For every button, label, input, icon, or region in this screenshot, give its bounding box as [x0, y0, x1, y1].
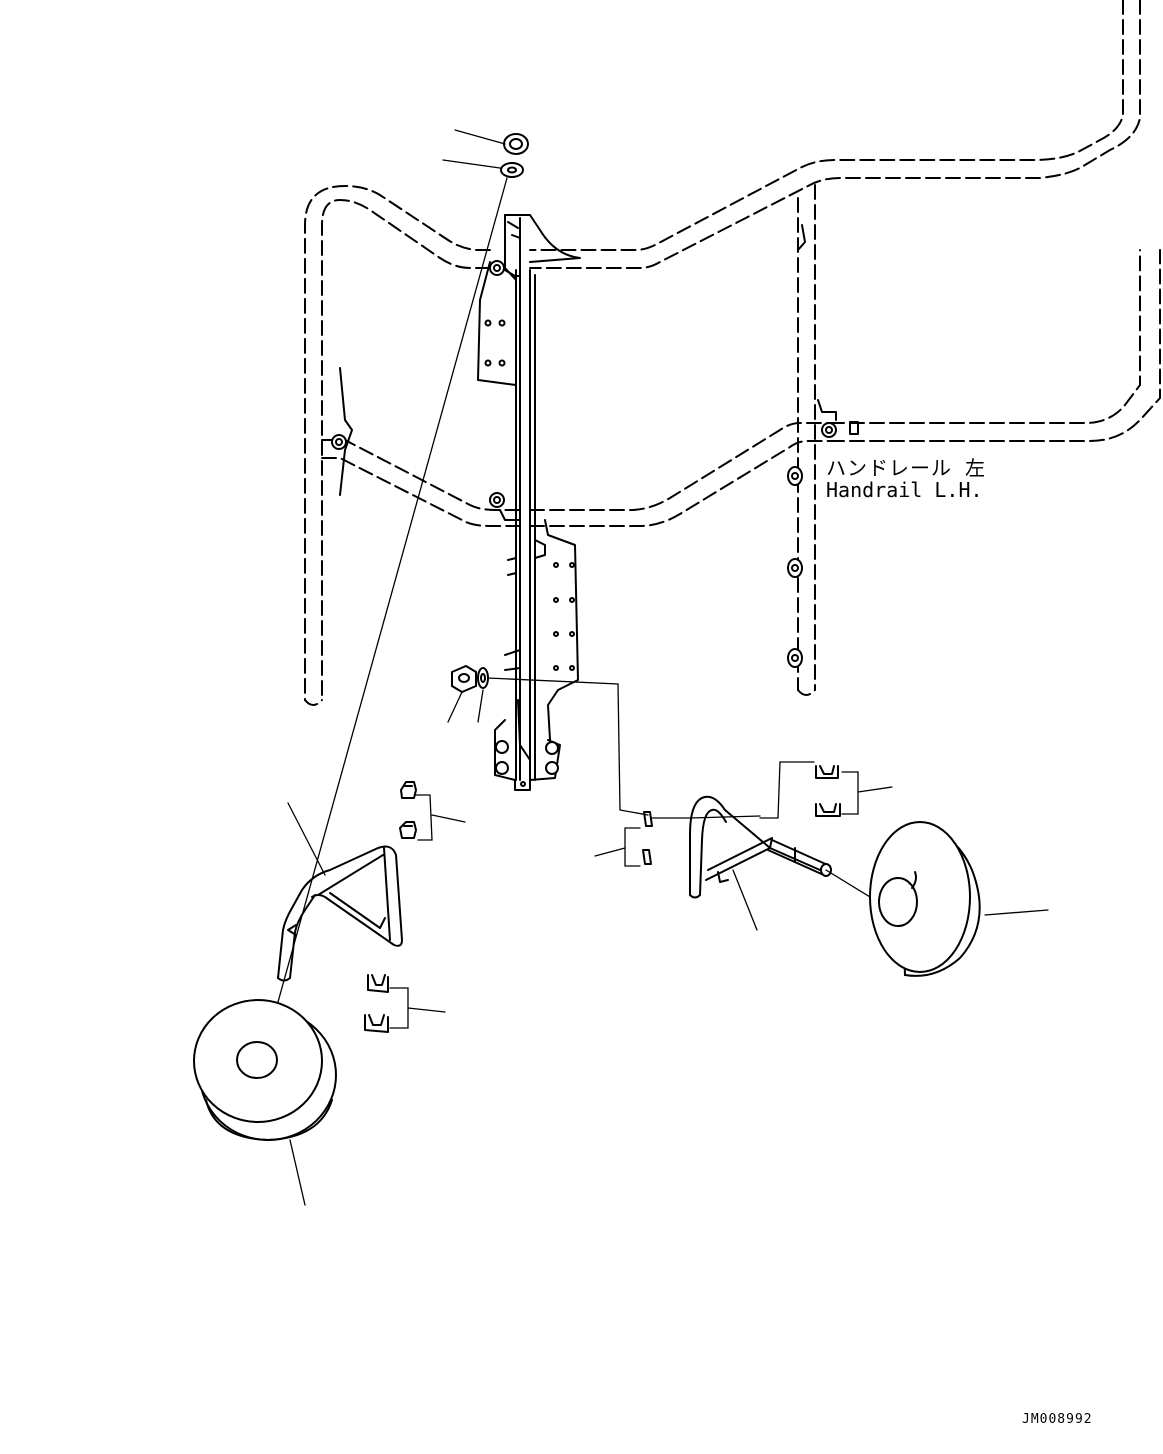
handrail-outline	[304, 0, 1161, 706]
foot-bolt-3	[495, 761, 509, 775]
stanchion-boss-3	[787, 648, 803, 668]
left-mirror-stay	[277, 845, 403, 982]
mounting-bracket	[477, 214, 581, 791]
foot-bolt-2	[545, 741, 559, 755]
drawing-number: JM008992	[1022, 1412, 1093, 1427]
leader-right-upper-clips	[857, 786, 893, 793]
handrail-label-jp: ハンドレール 左	[826, 456, 987, 480]
right-mirror	[869, 821, 981, 977]
foot-bolt-1	[495, 740, 509, 754]
leader-top-nut	[454, 129, 506, 145]
top-washer	[500, 162, 524, 178]
rail-joint-bolt-right	[821, 422, 837, 438]
bracket-nut-top	[489, 260, 505, 276]
leader-mid-washer	[477, 689, 484, 723]
left-mirror	[193, 999, 337, 1141]
center-line-right-2	[651, 815, 889, 909]
mid-nut	[451, 664, 477, 694]
right-mirror-stay	[689, 795, 832, 899]
center-line-left	[262, 177, 508, 1057]
leader-top-washer	[442, 159, 501, 169]
leader-left-lower-clips	[407, 1007, 446, 1013]
stanchion-boss-2	[787, 558, 803, 578]
left-lower-clips	[364, 974, 409, 1033]
right-upper-clips	[759, 761, 859, 819]
center-line-right	[487, 677, 649, 816]
leader-mid-nut	[447, 691, 463, 723]
leader-center-clips	[594, 847, 626, 857]
leader-left-upper-clips	[431, 814, 466, 823]
mid-washer	[477, 667, 489, 689]
stanchion-boss-1	[787, 466, 803, 486]
leader-right-stay	[732, 869, 758, 931]
left-upper-clips	[399, 781, 433, 841]
leader-right-mirror	[984, 909, 1049, 916]
center-clips	[624, 811, 653, 867]
top-nut	[503, 133, 529, 155]
handrail-label-en: Handrail L.H.	[826, 478, 983, 502]
bracket-nut-mid	[489, 492, 505, 508]
leader-left-mirror	[289, 1139, 306, 1206]
leader-left-stay	[287, 802, 326, 876]
foot-bolt-4	[545, 761, 559, 775]
rail-joint-bolt-left	[331, 434, 347, 450]
